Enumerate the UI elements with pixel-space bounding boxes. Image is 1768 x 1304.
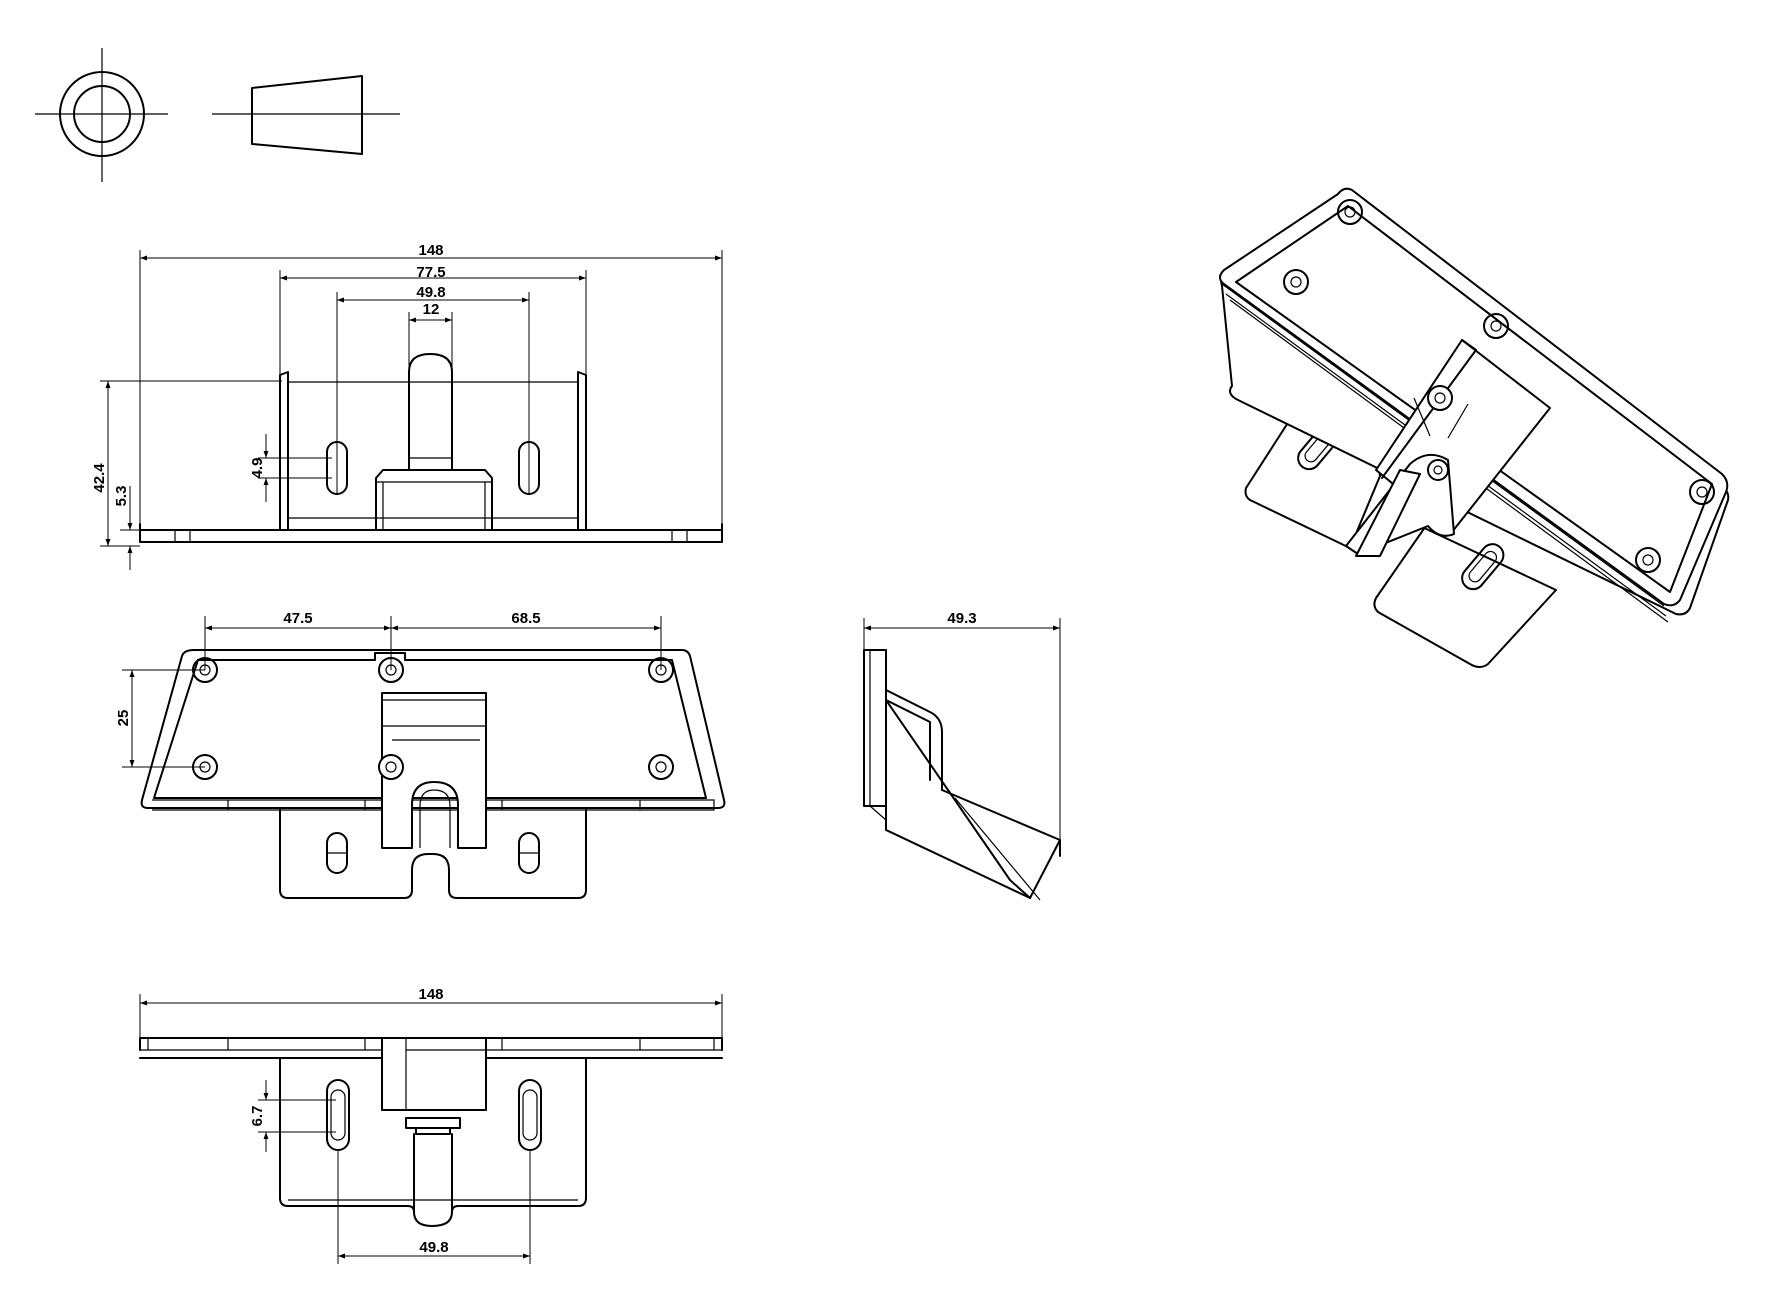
- side-view: [863, 649, 1061, 901]
- dim-right-hole-spacing: 68.5: [511, 610, 540, 627]
- front-view-dimensions: 148 77.5 49.8 12 42.4 5.3 4.9: [91, 242, 723, 570]
- bottom-view: [139, 1037, 723, 1227]
- dim-bottom-overall-width: 148: [418, 986, 443, 1003]
- dim-base-thickness: 5.3: [113, 486, 130, 507]
- dim-depth: 49.3: [947, 610, 976, 627]
- top-view: [140, 649, 726, 899]
- dim-row-spacing: 25: [115, 710, 132, 727]
- dim-stem-width: 12: [423, 301, 440, 318]
- dim-left-hole-spacing: 47.5: [283, 610, 312, 627]
- projection-symbol: [35, 48, 400, 182]
- side-view-dimensions: 49.3: [863, 610, 1061, 842]
- dim-slot-spacing: 49.8: [416, 284, 445, 301]
- dim-height: 42.4: [91, 463, 108, 493]
- front-view: [139, 353, 723, 543]
- dim-slot-width: 4.9: [249, 458, 266, 479]
- dim-inner-width: 77.5: [416, 264, 445, 281]
- isometric-view: [1219, 187, 1730, 668]
- top-view-dimensions: 47.5 68.5 25: [115, 610, 662, 768]
- dim-bottom-slot-spacing: 49.8: [419, 1239, 448, 1256]
- bottom-view-dimensions: 148 6.7 49.8: [139, 986, 723, 1264]
- dim-slot-length: 6.7: [249, 1106, 266, 1127]
- dim-overall-width: 148: [418, 242, 443, 259]
